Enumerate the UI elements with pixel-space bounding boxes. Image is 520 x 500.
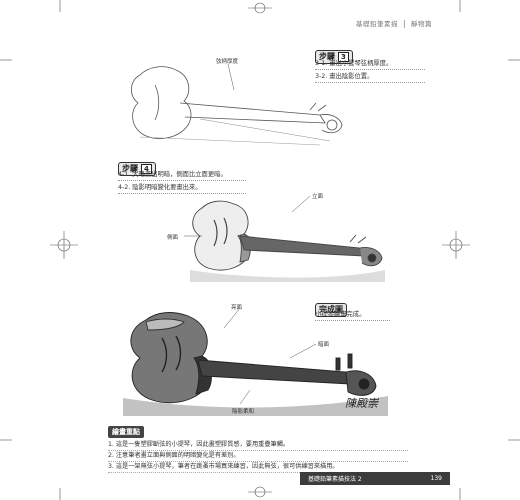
notes-line-2: 2. 注意筆者畫立面與側面的明暗變化是有差別。 bbox=[108, 451, 408, 462]
footer-book-title: 基礎鉛筆素描技法 2 bbox=[308, 476, 362, 483]
annot-leaders-final bbox=[223, 307, 317, 405]
notes-line-3: 3. 這是一架無弦小提琴，筆者在跳蚤市場買來練習，因此無弦，很可供練習來描用。 bbox=[108, 462, 408, 473]
violin-sketch-shaded bbox=[190, 200, 385, 282]
annot-neck-thickness: 弦柄厚度 bbox=[216, 59, 239, 65]
complete-badge: 完成圖 bbox=[315, 297, 347, 317]
annot-soft-shadow: 陰影柔和 bbox=[232, 409, 255, 415]
step4-label: 步驟 bbox=[122, 164, 138, 173]
annot-dark-face: 暗面 bbox=[318, 342, 330, 348]
page-number: 139 bbox=[430, 475, 442, 482]
notes-line-1: 1. 這是一隻塑膠斷弦的小提琴，因此畫塑膠質感，要用重疊筆觸。 bbox=[108, 440, 408, 451]
header-separator bbox=[404, 20, 405, 28]
step3-label: 步驟 bbox=[319, 52, 335, 61]
header-section: 靜物篇 bbox=[411, 20, 432, 28]
violin-sketch-outline bbox=[131, 66, 343, 146]
running-header: 基礎鉛筆素描 靜物篇 bbox=[356, 18, 432, 28]
step3-num: 3 bbox=[338, 52, 349, 62]
page-footer: 基礎鉛筆素描技法 2 139 bbox=[300, 472, 450, 485]
annot-leader-neck bbox=[227, 64, 235, 91]
complete-label: 完成圖 bbox=[315, 303, 347, 317]
artist-signature: 陳殿崇 bbox=[345, 397, 378, 410]
header-book-title: 基礎鉛筆素描 bbox=[356, 20, 398, 28]
step4-num: 4 bbox=[141, 164, 152, 174]
complete-line: 小提琴繪畫完成。 bbox=[315, 310, 390, 321]
complete-text: 小提琴繪畫完成。 bbox=[315, 310, 390, 321]
step3-line-1: 3-1. 畫出小提琴弦柄厚度。 bbox=[315, 59, 425, 70]
annot-leaders-step4 bbox=[184, 195, 311, 237]
annot-highlight: 亮面 bbox=[231, 305, 243, 311]
step4-line-2: 4-2. 陰影明暗變化要畫出來。 bbox=[118, 183, 246, 194]
step4-instructions: 4-1. 大略畫出明暗，側面比立面更暗。 4-2. 陰影明暗變化要畫出來。 bbox=[118, 170, 246, 194]
annot-side-face: 側面 bbox=[167, 235, 179, 241]
violin-final-drawing bbox=[123, 312, 388, 416]
notes-title: 繪畫重點 bbox=[108, 426, 144, 438]
step3-instructions: 3-1. 畫出小提琴弦柄厚度。 3-2. 畫出陰影位置。 bbox=[315, 59, 425, 83]
drawing-notes: 繪畫重點 1. 這是一隻塑膠斷弦的小提琴，因此畫塑膠質感，要用重疊筆觸。 2. … bbox=[108, 419, 408, 473]
step4-line-1: 4-1. 大略畫出明暗，側面比立面更暗。 bbox=[118, 170, 246, 181]
annot-front-face: 立面 bbox=[312, 194, 324, 200]
step3-line-2: 3-2. 畫出陰影位置。 bbox=[315, 72, 425, 83]
